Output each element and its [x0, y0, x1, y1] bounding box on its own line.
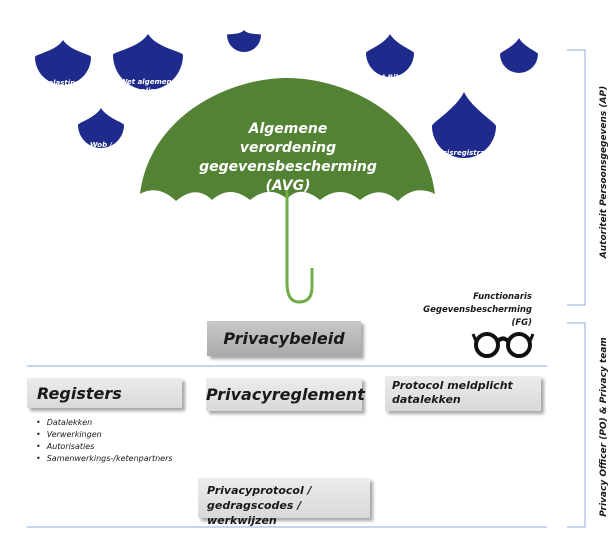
drop-label-jeugdwet: Jeugdwet — [500, 73, 538, 82]
drop-shape — [78, 108, 124, 148]
drop-shape — [500, 38, 538, 73]
rain-drops — [35, 30, 538, 158]
bracket-ap — [567, 49, 586, 306]
bracket-po — [567, 322, 586, 528]
privacybeleid-box: Privacybeleid — [207, 321, 361, 356]
umbrella-title: Algemene verordening gegevensbescherming… — [199, 121, 377, 194]
drop-label-brp: Basisregistratie personen (BRP) — [432, 149, 496, 166]
drop-label-wob-who: Wob / Who — [89, 141, 113, 158]
drop-label-wet-bibob: Wet Bibob — [369, 73, 411, 82]
drop-shape — [35, 40, 91, 85]
meldplicht-label: Protocol meldplicht datalekken — [392, 379, 513, 406]
registers-label: Registers — [37, 384, 122, 403]
fg-label: Functionaris Gegevensbescherming (FG) — [423, 292, 532, 328]
umbrella-handle — [285, 190, 314, 304]
list-item: Samenwerkings-/ketenpartners — [36, 453, 173, 465]
privacyprotocol-box: Privacyprotocol / gedragscodes / werkwij… — [198, 478, 370, 527]
drop-label-wmo: Wmo — [234, 60, 254, 69]
list-item: Verwerkingen — [36, 429, 173, 441]
glasses-icon — [471, 332, 535, 358]
meldplicht-box: Protocol meldplicht datalekken — [385, 376, 541, 411]
drop-shape — [113, 34, 183, 90]
side-label-po: Privacy Officer (PO) & Privacy team — [599, 337, 609, 517]
registers-list: Datalekken Verwerkingen Autorisaties Sam… — [36, 417, 173, 465]
privacyreglement-label: Privacyreglement — [206, 385, 365, 404]
list-item: Autorisaties — [36, 441, 173, 453]
privacyprotocol-label: Privacyprotocol / gedragscodes / werkwij… — [207, 484, 312, 527]
drop-label-belastingwetgeving: Belasting- wetgeving — [42, 79, 84, 96]
drop-label-wabb: Wet algemene bepalingen Burgerservice- n… — [118, 78, 178, 113]
list-item: Datalekken — [36, 417, 173, 429]
umbrella-canopy — [140, 78, 435, 201]
drop-shape — [227, 30, 261, 52]
privacybeleid-label: Privacybeleid — [223, 329, 345, 348]
drop-shape — [432, 92, 496, 158]
privacyreglement-box: Privacyreglement — [206, 378, 365, 411]
registers-box: Registers — [27, 378, 182, 408]
side-label-ap: Autoriteit Persoonsgegevens (AP) — [599, 85, 609, 259]
drop-shape — [366, 34, 414, 77]
